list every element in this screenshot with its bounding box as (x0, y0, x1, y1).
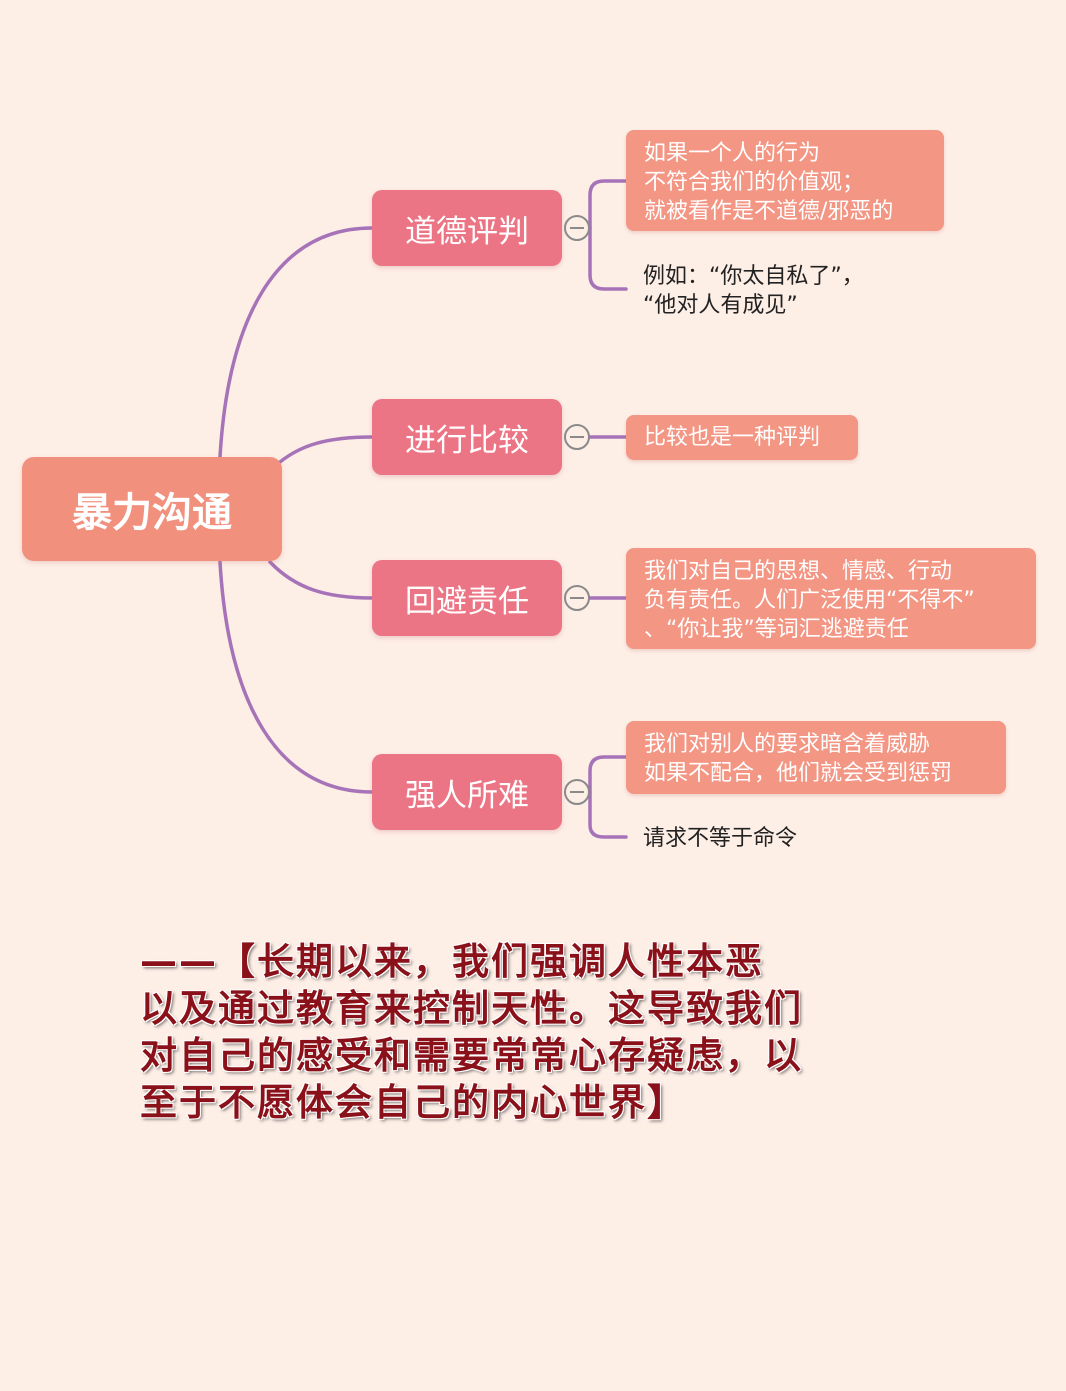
leaf-line: 比较也是一种评判 (644, 425, 821, 450)
connector-root-branch-4 (218, 560, 374, 794)
quote-text: ——【长期以来，我们强调人性本恶 以及通过教育来控制天性。这导致我们 对自己的感… (140, 938, 930, 1126)
quote-line: ——【长期以来，我们强调人性本恶 (140, 940, 764, 983)
connector-root-branch-3 (268, 560, 374, 600)
branch-topic-moral-judgment[interactable]: 道德评判 (372, 190, 562, 266)
leaf-line: 请求不等于命令 (643, 826, 798, 851)
leaf-topic-box[interactable]: 我们对别人的要求暗含着威胁 如果不配合，他们就会受到惩罚 (626, 721, 1006, 794)
connector-root-branch-1 (218, 226, 374, 459)
leaf-topic-box[interactable]: 比较也是一种评判 (626, 415, 858, 460)
branch-topic-comparison[interactable]: 进行比较 (372, 399, 562, 475)
leaf-line: 例如：“你太自私了”， (643, 264, 864, 289)
quote-line: 至于不愿体会自己的内心世界】 (140, 1081, 686, 1124)
collapse-icon[interactable] (564, 424, 590, 450)
branch-topic-demands[interactable]: 强人所难 (372, 754, 562, 830)
leaf-line: 我们对别人的要求暗含着威胁 (644, 732, 931, 757)
leaf-topic-text[interactable]: 例如：“你太自私了”， “他对人有成见” (643, 262, 864, 320)
connector-branch-1-leaf-1 (588, 179, 628, 230)
collapse-icon[interactable] (564, 779, 590, 805)
connector-root-branch-2 (278, 435, 374, 464)
leaf-topic-box[interactable]: 如果一个人的行为 不符合我们的价值观； 就被看作是不道德/邪恶的 (626, 130, 944, 231)
collapse-icon[interactable] (564, 215, 590, 241)
leaf-topic-text[interactable]: 请求不等于命令 (643, 824, 797, 853)
leaf-topic-box[interactable]: 我们对自己的思想、情感、行动 负有责任。人们广泛使用“不得不” 、“你让我”等词… (626, 548, 1036, 649)
leaf-line: “他对人有成见” (643, 293, 798, 318)
leaf-line: 不符合我们的价值观； (644, 170, 865, 195)
connector-branch-4-leaf-2 (588, 790, 628, 839)
leaf-line: 我们对自己的思想、情感、行动 (644, 559, 953, 584)
leaf-line: 负有责任。人们广泛使用“不得不” (644, 588, 975, 613)
root-topic[interactable]: 暴力沟通 (22, 457, 282, 561)
leaf-line: 就被看作是不道德/邪恶的 (644, 199, 894, 224)
connector-branch-1-leaf-2 (588, 226, 628, 291)
leaf-line: 如果不配合，他们就会受到惩罚 (644, 761, 953, 786)
quote-line: 对自己的感受和需要常常心存疑虑，以 (140, 1034, 803, 1077)
quote-line: 以及通过教育来控制天性。这导致我们 (140, 987, 803, 1030)
connector-branch-4-leaf-1 (588, 755, 628, 794)
leaf-line: 如果一个人的行为 (644, 141, 821, 166)
collapse-icon[interactable] (564, 585, 590, 611)
leaf-line: 、“你让我”等词汇逃避责任 (644, 617, 909, 642)
branch-topic-denial-of-responsibility[interactable]: 回避责任 (372, 560, 562, 636)
